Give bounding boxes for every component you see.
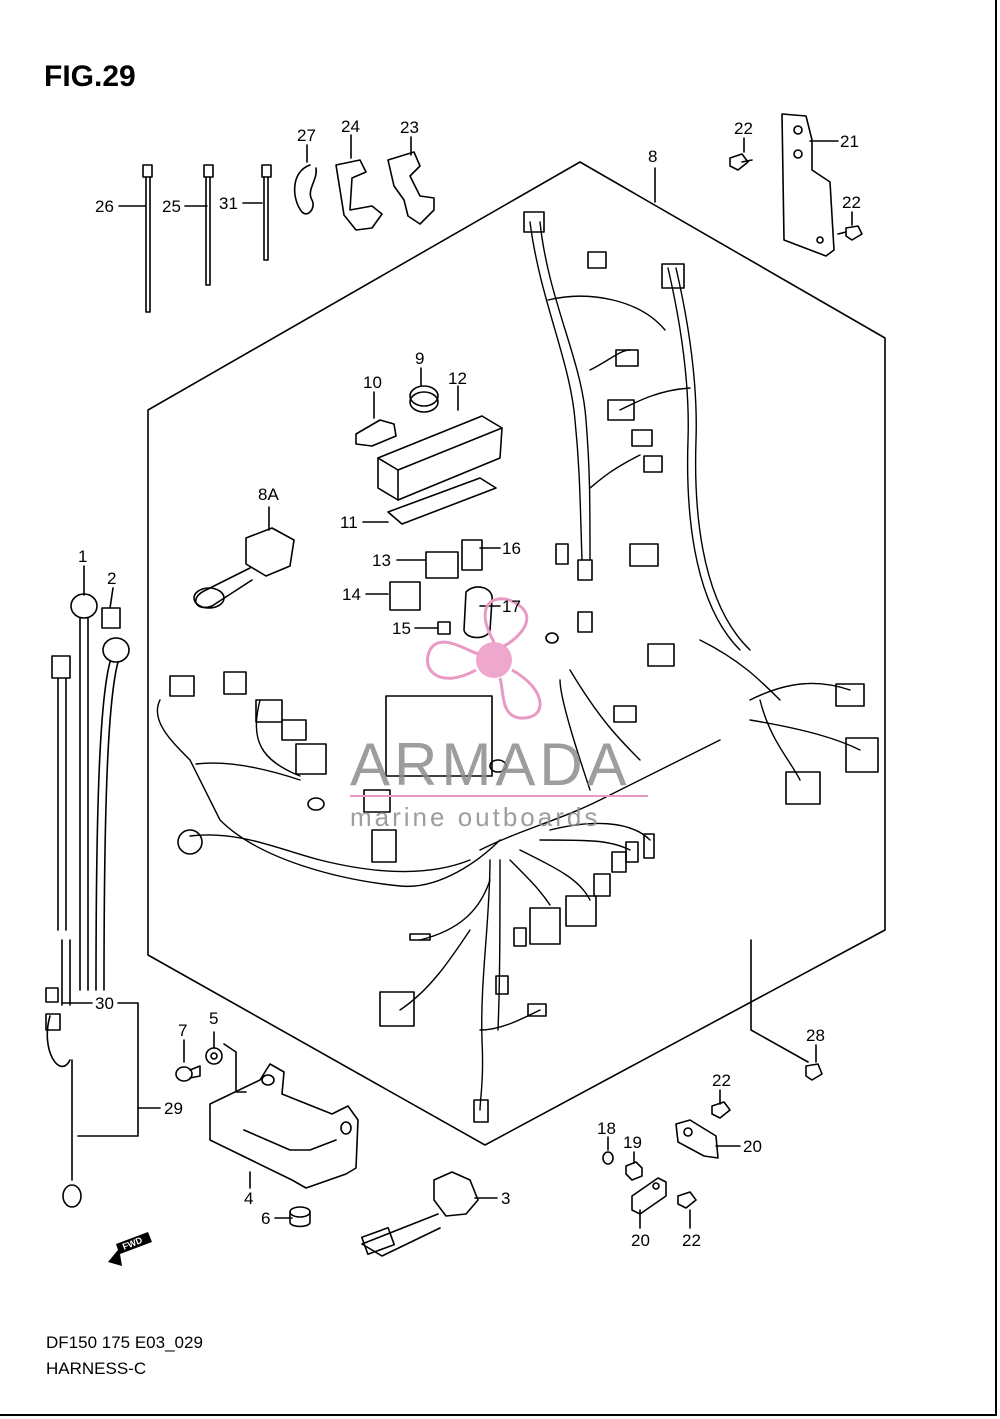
label-15: 15: [392, 619, 411, 638]
screw-7: [175, 1065, 201, 1082]
watermark-brand: ARMADA: [350, 731, 631, 798]
label-8A: 8A: [258, 485, 279, 504]
label-21: 21: [840, 132, 859, 151]
plate-20-bottom: [631, 1177, 667, 1215]
clamp-24: [335, 159, 383, 231]
bolt-22-top: [729, 153, 753, 171]
label-24: 24: [341, 117, 360, 136]
fwd-arrow-icon: FWD: [108, 1232, 152, 1266]
label-5: 5: [209, 1009, 218, 1028]
label-27: 27: [297, 126, 316, 145]
part-labels: 8 8A 1 2 3 4 5 6 7 9 10 11 12 13 14 15 1…: [78, 117, 861, 1250]
label-28: 28: [806, 1026, 825, 1045]
fuse-holder-16: [461, 539, 483, 571]
harness-connectors: [169, 211, 879, 1123]
label-9: 9: [415, 349, 424, 368]
buzzer-3: [360, 1171, 479, 1257]
clip-10: [355, 419, 397, 447]
label-12: 12: [448, 369, 467, 388]
screw-28: [805, 1063, 823, 1081]
label-20-bottom: 20: [631, 1231, 650, 1250]
gasket-11: [387, 477, 497, 525]
label-13: 13: [372, 551, 391, 570]
label-22-lower: 22: [712, 1071, 731, 1090]
label-16: 16: [502, 539, 521, 558]
label-3: 3: [501, 1189, 510, 1208]
label-2: 2: [107, 569, 116, 588]
label-18: 18: [597, 1119, 616, 1138]
bolt-22-bottom: [677, 1191, 697, 1209]
label-22-top: 22: [734, 119, 753, 138]
label-26: 26: [95, 197, 114, 216]
clip-27: [293, 164, 317, 215]
cable-2: [95, 607, 130, 991]
label-31: 31: [219, 194, 238, 213]
washer-18: [602, 1151, 614, 1165]
figure-title: FIG.29: [44, 60, 136, 93]
label-22-right: 22: [842, 193, 861, 212]
cable-tie-31: [261, 164, 272, 261]
label-23: 23: [400, 118, 419, 137]
label-6: 6: [261, 1209, 270, 1228]
fuse-box-12: [377, 415, 503, 501]
bracket-21: [781, 113, 835, 257]
caption-section: HARNESS-C: [46, 1359, 147, 1378]
armada-watermark: ARMADA marine outboards: [350, 597, 648, 832]
wiring-harness-8: [156, 221, 861, 1111]
battery-cable-1: [70, 593, 98, 991]
label-17: 17: [502, 597, 521, 616]
relay-13: [425, 551, 459, 579]
label-19: 19: [623, 1133, 642, 1152]
label-20-right: 20: [743, 1137, 762, 1156]
bracket-4: [209, 1063, 359, 1189]
watermark-tagline: marine outboards: [350, 802, 600, 832]
fwd-arrow-label: FWD: [121, 1235, 144, 1252]
propeller-logo: [425, 597, 542, 720]
label-22-bottom: 22: [682, 1231, 701, 1250]
harness-29: [45, 655, 82, 1208]
nut-19: [625, 1161, 643, 1181]
relay-8A: [193, 527, 295, 609]
label-25: 25: [162, 197, 181, 216]
cable-tie-26: [142, 164, 153, 313]
label-11: 11: [340, 513, 358, 532]
label-8: 8: [648, 147, 657, 166]
label-14: 14: [342, 585, 361, 604]
label-30: 30: [95, 994, 114, 1013]
caption-model: DF150 175 E03_029: [46, 1333, 203, 1352]
grommet-9: [409, 385, 439, 407]
cover-17: [463, 586, 493, 639]
label-4: 4: [244, 1189, 253, 1208]
harness-assembly-outline: [147, 161, 886, 1146]
label-1: 1: [78, 547, 87, 566]
clamp-23: [387, 151, 435, 225]
grommet-6: [289, 1206, 311, 1228]
washer-5: [205, 1047, 223, 1065]
label-7: 7: [178, 1021, 187, 1040]
bolt-22-right: [837, 225, 863, 241]
bolt-22-lower: [711, 1101, 731, 1119]
label-29: 29: [164, 1099, 183, 1118]
relay-14: [389, 581, 421, 611]
cable-tie-25: [203, 164, 214, 286]
plate-20-right: [675, 1119, 719, 1159]
label-10: 10: [363, 373, 382, 392]
fuse-15: [437, 621, 451, 635]
